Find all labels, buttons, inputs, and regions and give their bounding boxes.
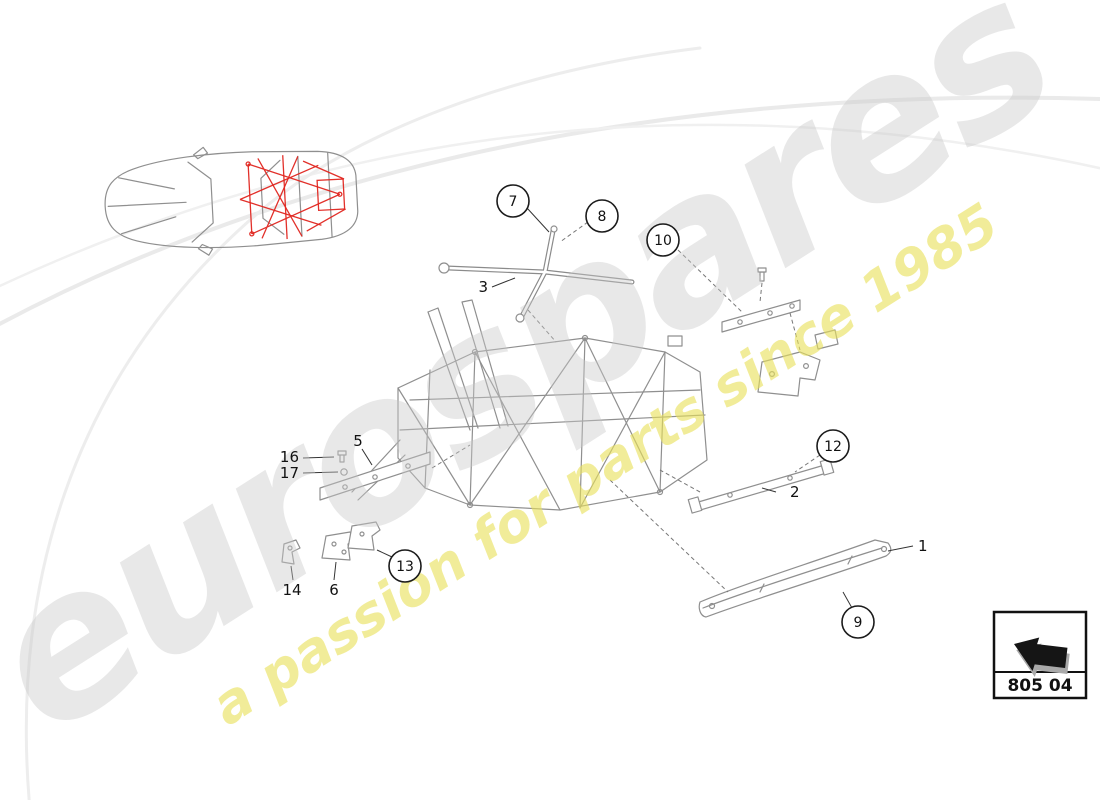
part-label-14: 14 [282,581,301,599]
car-top-view [104,146,359,256]
bracket-part-13 [347,521,381,551]
callout-10[interactable]: 10 [646,223,680,257]
callout-8[interactable]: 8 [585,199,619,233]
cross-brace-eyelet-left [438,262,450,274]
assembly-dashed-lines [431,221,821,593]
callout-9[interactable]: 9 [841,605,875,639]
side-rail-right-part-10 [721,267,801,333]
side-rail-left-part-5 [319,450,431,501]
car-highlight-rear [239,155,346,240]
leader-lines [290,207,914,609]
cross-brace-part-3 [438,225,635,323]
part-label-3: 3 [478,278,488,296]
part-label-5: 5 [353,432,363,450]
cross-brace-eyelet-bottom [515,313,525,323]
car-mirror-right [197,243,214,256]
part-label-6: 6 [329,581,339,599]
part-code-box[interactable]: 805 04 [992,610,1088,700]
chassis-frame [351,299,708,511]
nut-icon-17 [340,468,348,476]
bolt-icon-16 [337,450,347,463]
background-swoosh [0,46,1100,800]
car-mirror-left [192,146,209,160]
bumper-beam-part-1 [698,539,892,618]
callout-8-number: 8 [598,209,607,225]
part-label-1: 1 [918,537,928,555]
callout-12-number: 12 [824,439,842,455]
part-label-2: 2 [790,483,800,501]
callout-7[interactable]: 7 [496,184,530,218]
callout-7-number: 7 [509,194,518,210]
callout-9-number: 9 [854,615,863,631]
bracket-part-14 [281,539,301,565]
part-code-label: 805 04 [1007,676,1072,696]
bolt-icon-top [757,267,767,282]
part-label-16: 16 [280,448,299,466]
callout-13-number: 13 [396,559,414,575]
bracket-assembly-right [757,329,839,397]
frame-mount-tab [667,335,683,347]
crossmember-part-2 [687,458,835,514]
callout-10-number: 10 [654,233,672,249]
direction-arrow-icon [1014,637,1070,678]
callout-13[interactable]: 13 [388,549,422,583]
callout-12[interactable]: 12 [816,429,850,463]
watermark-brand: eurospares [0,0,1089,779]
part-label-17: 17 [280,464,299,482]
watermark: eurospares a passion for parts since 198… [0,0,1089,779]
